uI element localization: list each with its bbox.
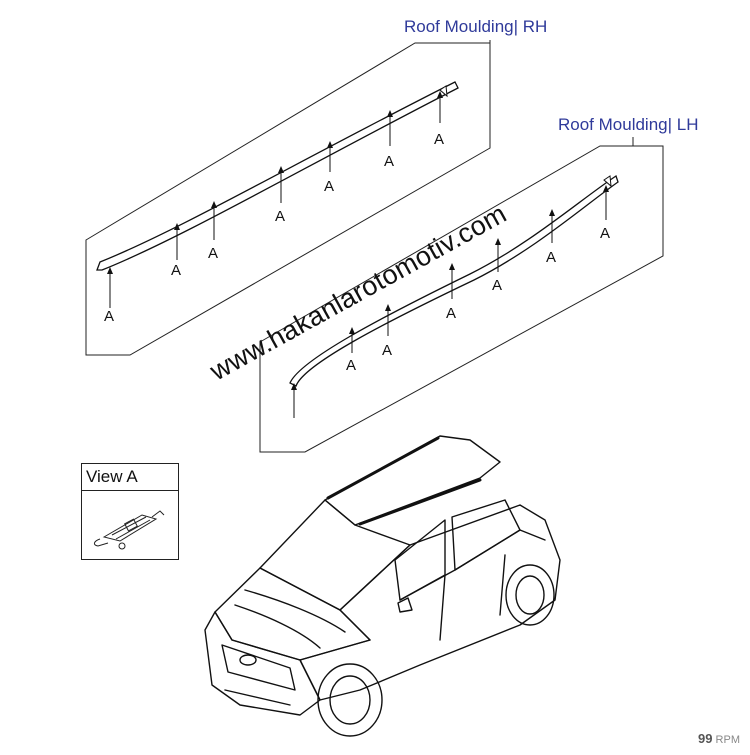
- rh-callout-2: A: [171, 223, 181, 279]
- rh-callout-6: A: [384, 110, 394, 170]
- car-mirror: [397, 597, 413, 613]
- car-roof-moulding-rh: [358, 478, 482, 526]
- callout-letter: A: [546, 249, 556, 266]
- lh-callout-2: A: [346, 327, 356, 374]
- lh-callout-5: A: [492, 238, 502, 294]
- rh-callout-5: A: [324, 141, 334, 195]
- lh-strip-end-clip: [603, 175, 612, 188]
- rh-callout-4: A: [275, 166, 285, 225]
- car-lower-grille: [224, 689, 291, 706]
- car-door-line: [439, 574, 446, 641]
- lh-callout-3: A: [382, 304, 392, 359]
- car-rear-wheel: [505, 564, 555, 626]
- rh-callout-7: A: [434, 91, 444, 148]
- rh-callout-1: A: [104, 267, 114, 325]
- callout-letter: A: [382, 342, 392, 359]
- lh-callouts: A A A A A A: [291, 185, 610, 418]
- callout-letter: A: [324, 178, 334, 195]
- car-beltline: [399, 529, 546, 601]
- corner-watermark: 99 RPM: [698, 731, 740, 746]
- car-roof: [324, 435, 501, 526]
- callout-letter: A: [384, 153, 394, 170]
- rh-callouts: A A A A A A A: [104, 91, 444, 325]
- car-windshield: [259, 499, 411, 611]
- callout-letter: A: [346, 357, 356, 374]
- callout-letter: A: [104, 308, 114, 325]
- lh-callout-6: A: [546, 209, 556, 266]
- callout-letter: A: [446, 305, 456, 322]
- corner-watermark-suffix: RPM: [715, 734, 740, 746]
- lh-callout-4: A: [446, 263, 456, 322]
- view-a-box: View A: [81, 463, 179, 560]
- car-front: [204, 611, 321, 716]
- lh-callout-7: A: [600, 185, 610, 242]
- callout-letter: A: [600, 225, 610, 242]
- view-a-title: View A: [82, 464, 178, 491]
- car-side-body: [299, 504, 561, 701]
- car-roof-moulding-lh: [326, 436, 440, 500]
- callout-letter: A: [208, 245, 218, 262]
- clip-detail-illustration: [93, 510, 165, 550]
- lh-panel-border: [259, 145, 664, 453]
- callout-letter: A: [275, 208, 285, 225]
- rh-moulding-strip: [96, 81, 459, 271]
- car-rear-rim: [515, 575, 545, 615]
- rh-strip-end-clip: [439, 85, 448, 98]
- rh-panel-border: [85, 42, 491, 356]
- car-badge: [239, 654, 257, 666]
- lh-moulding-strip: [289, 174, 619, 387]
- lh-callout-1: [291, 383, 297, 418]
- roof-moulding-rh-label: Roof Moulding| RH: [404, 17, 548, 36]
- car-hood-crease-2: [234, 604, 321, 649]
- corner-watermark-number: 99: [698, 731, 713, 746]
- callout-letter: A: [434, 131, 444, 148]
- car-front-window: [394, 519, 446, 601]
- car-front-rim: [329, 675, 371, 725]
- car-front-wheel: [317, 663, 383, 737]
- rh-callout-3: A: [208, 201, 218, 262]
- car-illustration: [204, 435, 561, 737]
- car-door-line-2: [499, 554, 506, 616]
- callout-letter: A: [171, 262, 181, 279]
- car-rear-window: [451, 499, 521, 571]
- car-hood-crease: [244, 589, 346, 633]
- callout-letter: A: [492, 277, 502, 294]
- car-grille: [221, 644, 296, 691]
- roof-moulding-lh-label: Roof Moulding| LH: [558, 115, 699, 134]
